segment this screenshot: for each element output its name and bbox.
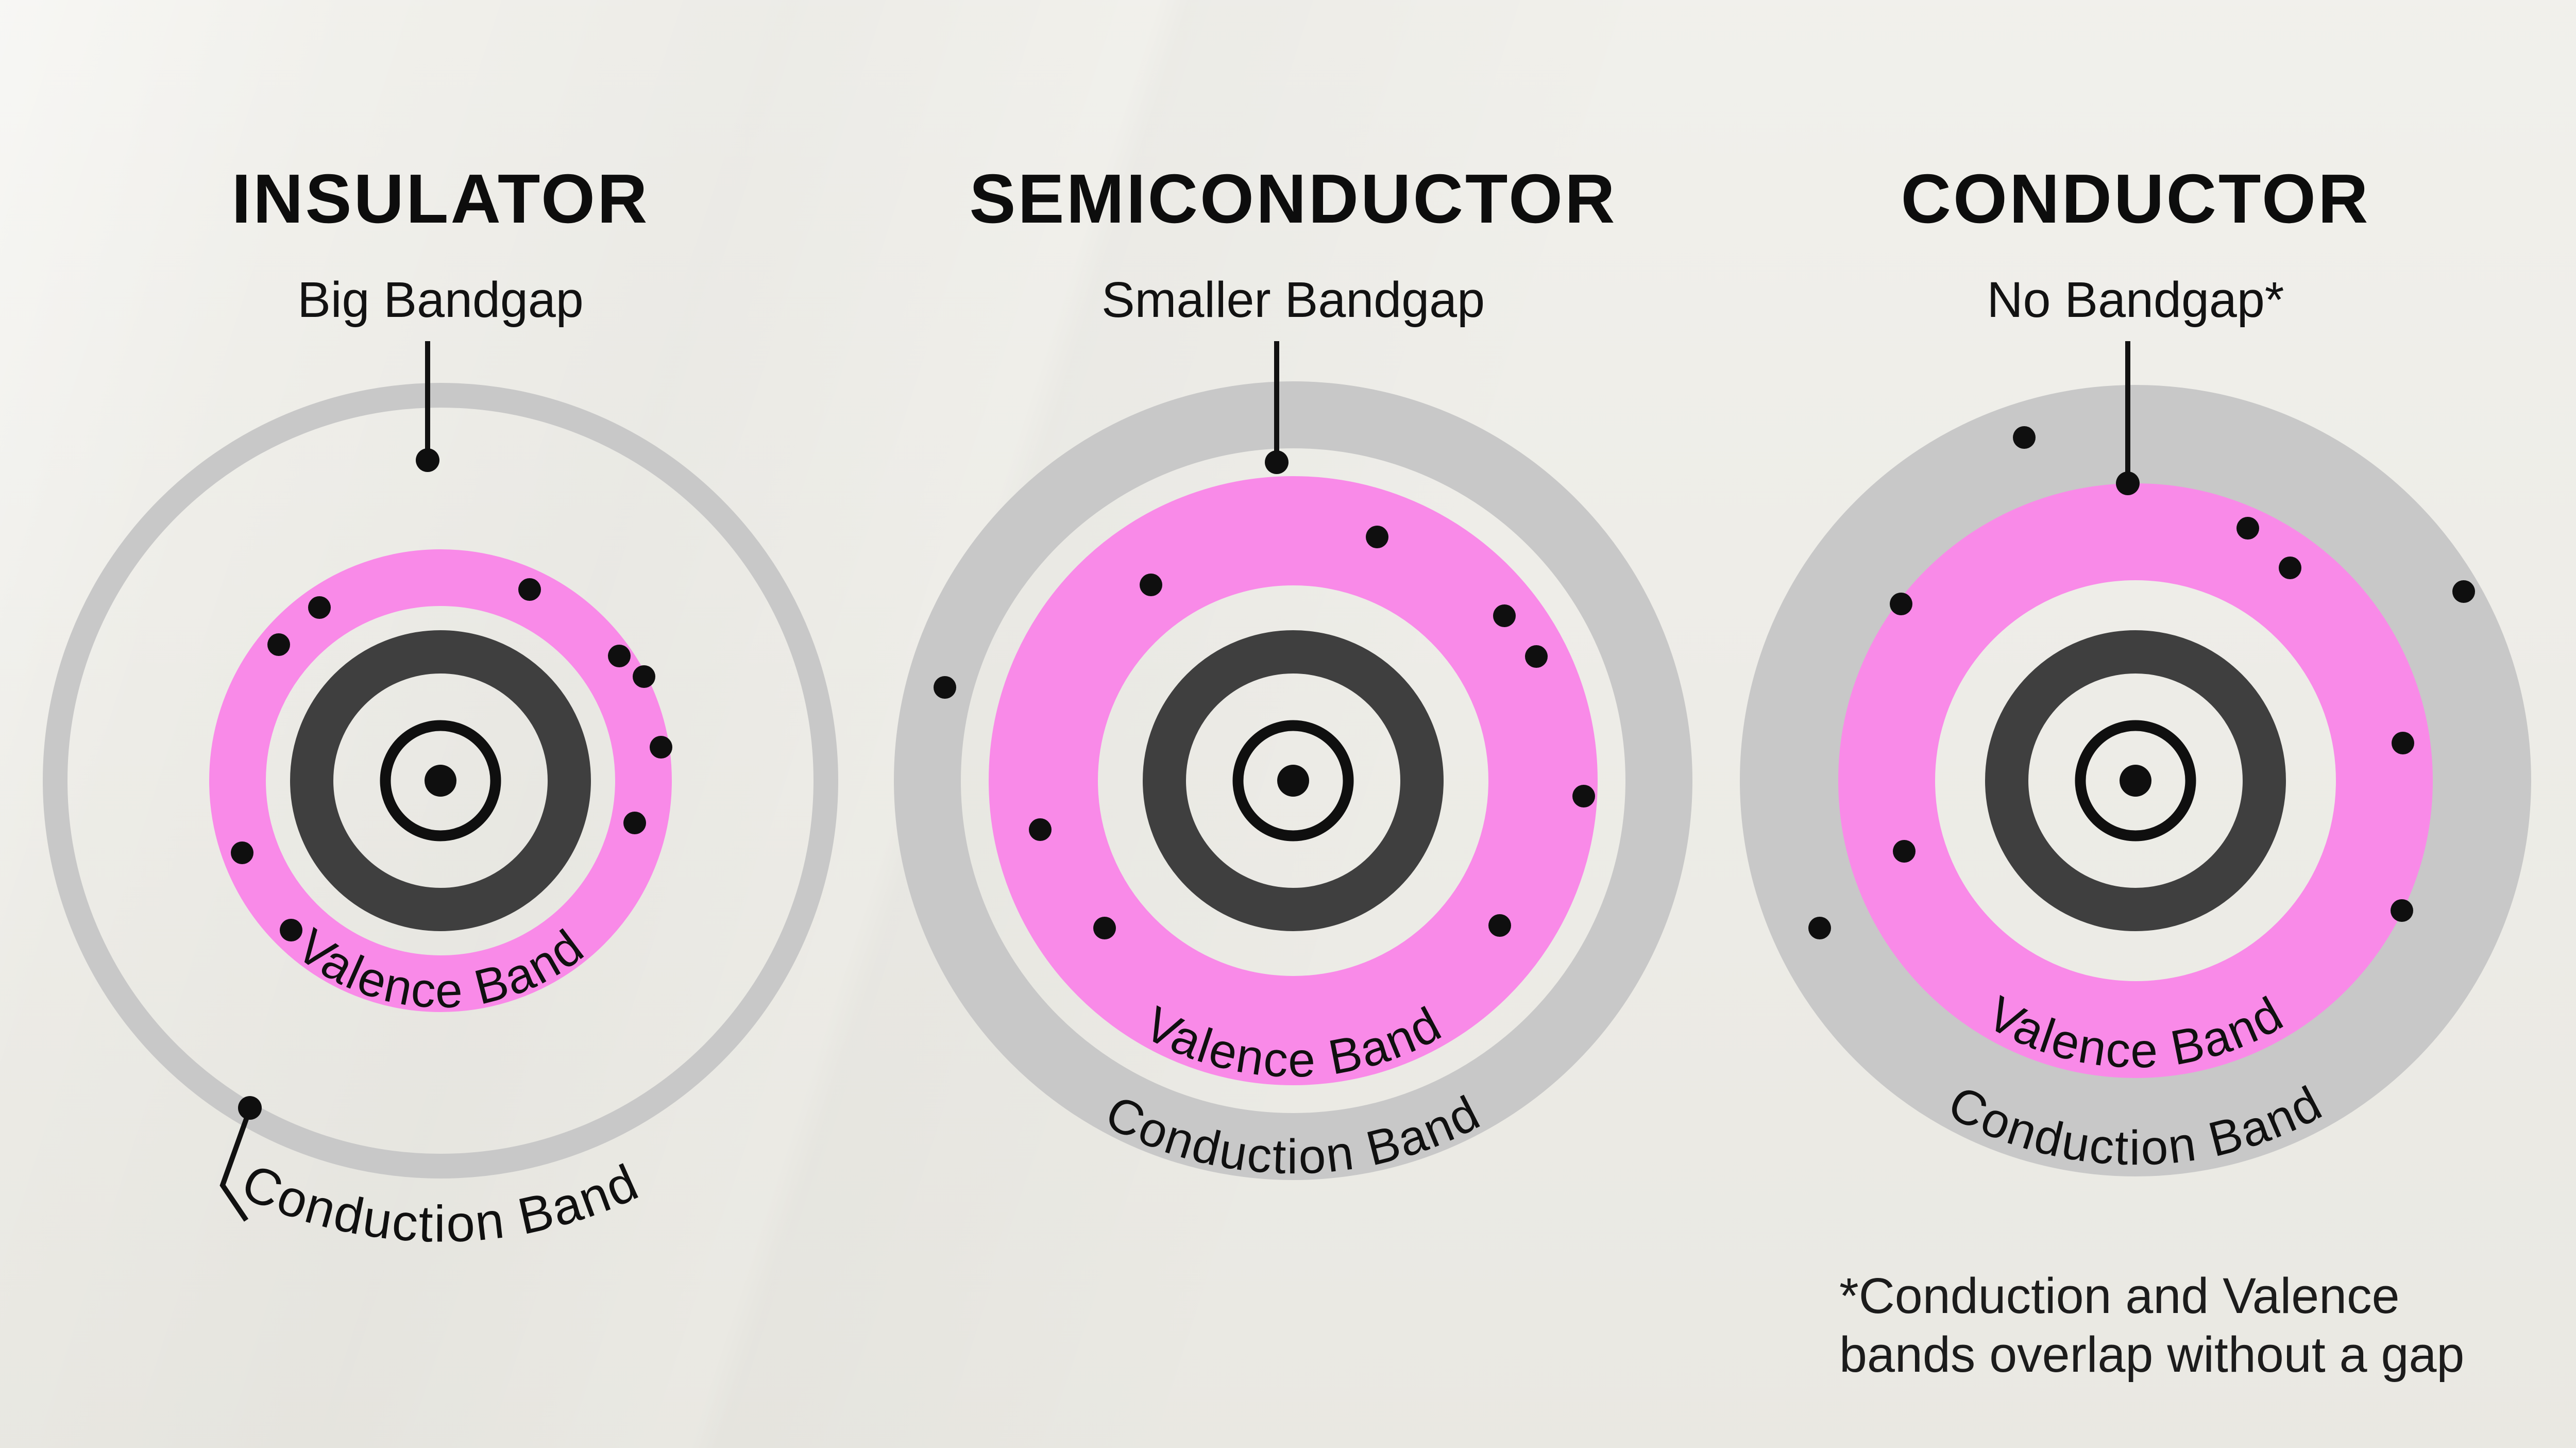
- valence-band-curved-label: Valence Band: [287, 919, 593, 1019]
- electron-dot: [1890, 593, 1912, 615]
- electron-dot: [308, 596, 331, 619]
- footnote-line-2: bands overlap without a gap: [1839, 1326, 2465, 1383]
- valence-band-ring: [1838, 483, 2433, 1078]
- valence-band-ring: [989, 476, 1598, 1085]
- electron-dot: [608, 645, 631, 667]
- electron-shell-ring: [380, 720, 501, 841]
- conduction-pointer-dot: [238, 1096, 262, 1120]
- conduction-electrons: [1808, 426, 2475, 939]
- electron-dot: [2236, 517, 2259, 540]
- inner-shell-ring: [290, 630, 591, 931]
- electron-dot: [1140, 574, 1162, 596]
- valence-electrons: [1890, 517, 2414, 922]
- conduction-band-ring: [43, 383, 838, 1178]
- nucleus-dot: [425, 765, 456, 797]
- inner-shell-ring: [1143, 630, 1444, 931]
- conductor-diagram: Valence Band Conduction Band: [1740, 341, 2531, 1176]
- valence-band-ring: [209, 549, 672, 1012]
- semiconductor-diagram: Valence Band Conduction Band: [894, 341, 1692, 1185]
- electron-dot: [1366, 526, 1388, 548]
- electron-dot: [623, 812, 646, 834]
- electron-shell-ring: [2075, 720, 2196, 841]
- conduction-pointer-line: [219, 1108, 252, 1222]
- electron-dot: [1029, 818, 1052, 841]
- panel-title-conductor: CONDUCTOR: [1901, 160, 2370, 238]
- electron-dot: [2392, 732, 2414, 754]
- insulator-diagram: Valence Band Conduction Band: [43, 341, 838, 1253]
- electron-dot: [633, 665, 655, 688]
- conduction-band-ring: [1740, 385, 2531, 1176]
- electron-dot: [1572, 785, 1595, 807]
- bandgap-label-conductor: No Bandgap*: [1987, 272, 2284, 328]
- electron-dot: [2452, 580, 2475, 603]
- electron-dot: [231, 841, 253, 864]
- valence-electrons: [231, 578, 672, 941]
- electron-dot: [518, 578, 541, 601]
- inner-shell-ring: [1985, 630, 2286, 931]
- panel-title-insulator: INSULATOR: [231, 160, 650, 238]
- electron-dot: [934, 676, 956, 699]
- electron-dot: [650, 736, 672, 759]
- bandgap-label-insulator: Big Bandgap: [297, 272, 584, 328]
- bandgap-label-semiconductor: Smaller Bandgap: [1101, 272, 1485, 328]
- electron-dot: [1493, 604, 1516, 627]
- conduction-band-ring: [894, 381, 1692, 1180]
- footnote: *Conduction and Valence bands overlap wi…: [1839, 1267, 2464, 1385]
- electron-dot: [2391, 899, 2413, 922]
- bandgap-pointer-dot: [1265, 450, 1289, 474]
- electron-dot: [1093, 917, 1116, 939]
- nucleus-dot: [2120, 765, 2151, 797]
- electron-dot: [280, 919, 302, 941]
- electron-dot: [267, 633, 290, 656]
- valence-band-curved-label-wrap: Valence Band: [287, 919, 595, 1019]
- electron-dot: [2279, 557, 2301, 579]
- electron-dot: [2013, 426, 2036, 449]
- nucleus-dot: [1277, 765, 1309, 797]
- electron-shell-ring: [1232, 720, 1354, 841]
- panel-title-semiconductor: SEMICONDUCTOR: [969, 160, 1617, 238]
- electron-dot: [1525, 645, 1548, 668]
- electron-dot: [1808, 917, 1831, 939]
- conduction-electrons: [934, 676, 956, 699]
- electron-dot: [1893, 840, 1916, 863]
- electron-dot: [1488, 914, 1511, 937]
- bandgap-pointer-dot: [2116, 472, 2140, 495]
- valence-electrons: [1029, 526, 1595, 939]
- bandgap-pointer-dot: [416, 448, 439, 472]
- footnote-line-1: *Conduction and Valence: [1839, 1268, 2400, 1324]
